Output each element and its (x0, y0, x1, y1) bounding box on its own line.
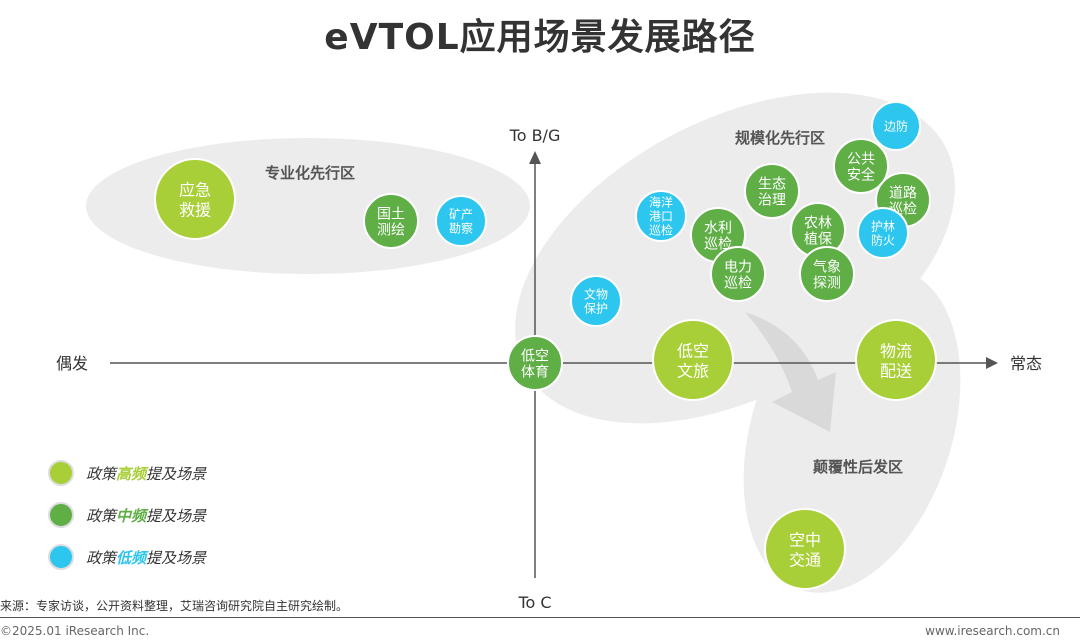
axis-label-top: To B/G (509, 126, 561, 145)
bubble-circle (744, 163, 800, 219)
copyright: ©2025.01 iResearch Inc. (0, 624, 150, 638)
bubble-circle (833, 138, 889, 194)
bubble-label: 低空 (677, 342, 709, 361)
bubble-layer: 应急救援国土测绘矿产勘察边防公共安全生态治理道路巡检海洋港口巡检农林植保护林防火… (154, 101, 937, 590)
arrow-right-icon (986, 357, 998, 369)
legend-dot-icon (48, 502, 74, 528)
bubble-label: 体育 (521, 364, 549, 380)
axis-label-left: 偶发 (56, 354, 88, 373)
bubble-circle (799, 246, 855, 302)
legend: 政策高频提及场景政策中频提及场景政策低频提及场景 (48, 452, 206, 578)
axis-label-right: 常态 (1010, 354, 1042, 373)
legend-dot-icon (48, 460, 74, 486)
bubble-label: 港口 (649, 210, 673, 224)
bubble-circle (871, 101, 921, 151)
site-url: www.iresearch.com.cn (925, 624, 1060, 638)
bubble-label: 巡检 (649, 223, 673, 238)
bubble-label: 安全 (847, 166, 875, 183)
bubble-label: 交通 (789, 551, 821, 570)
legend-label: 政策高频提及场景 (86, 464, 207, 483)
zone-label-professional: 专业化先行区 (265, 164, 355, 182)
legend-dot-icon (48, 544, 74, 570)
bubble-label: 探测 (813, 275, 841, 291)
bubble-border-defense: 边防 (871, 101, 921, 151)
bubble-label: 巡检 (704, 236, 732, 252)
bubble-circle (652, 319, 734, 401)
legend-item-mid: 政策中频提及场景 (48, 494, 206, 536)
legend-label: 政策低频提及场景 (86, 548, 207, 567)
page-title: eVTOL应用场景发展路径 (324, 17, 756, 58)
bubble-label: 低空 (521, 348, 549, 364)
bubble-label: 保护 (584, 302, 608, 316)
bubble-label: 道路 (889, 185, 917, 201)
development-arrow (745, 312, 836, 432)
bubble-label: 救援 (179, 201, 211, 220)
footer-divider (0, 617, 1080, 618)
bubble-label: 公共 (847, 151, 875, 167)
bubble-label: 护林 (871, 220, 895, 234)
bubble-label: 海洋 (649, 195, 673, 210)
bubble-circle (507, 335, 563, 391)
bubble-label: 文旅 (677, 362, 709, 381)
zone-label-scale: 规模化先行区 (735, 129, 825, 147)
legend-label: 政策中频提及场景 (86, 506, 207, 525)
bubble-label: 防火 (871, 233, 895, 248)
bubble-label: 电力 (724, 259, 752, 275)
bubble-label: 治理 (758, 192, 786, 208)
bubble-label: 应急 (179, 181, 211, 200)
bubble-circle (635, 190, 687, 242)
bubble-circle (435, 195, 487, 247)
bubble-circle (764, 508, 846, 590)
bubble-label: 植保 (804, 231, 832, 247)
bubble-label: 生态 (758, 176, 786, 192)
bubble-circle (710, 246, 766, 302)
zone-label-disruptive: 颠覆性后发区 (812, 458, 903, 476)
bubble-label: 边防 (884, 119, 908, 134)
bubble-label: 勘察 (449, 222, 473, 236)
source-note: 来源：专家访谈，公开资料整理，艾瑞咨询研究院自主研究绘制。 (0, 599, 349, 613)
bubble-label: 空中 (789, 531, 821, 550)
bubble-label: 矿产 (449, 208, 473, 222)
bubble-circle (154, 158, 236, 240)
bubble-circle (363, 193, 419, 249)
bubble-label: 文物 (584, 287, 608, 302)
bubble-circle (857, 207, 909, 259)
bubble-label: 水利 (704, 220, 732, 236)
legend-item-high: 政策高频提及场景 (48, 452, 206, 494)
bubble-circle (570, 275, 622, 327)
axis-label-bottom: To C (517, 593, 551, 612)
bubble-label: 物流 (880, 342, 912, 361)
bubble-label: 巡检 (724, 275, 752, 291)
arrow-up-icon (529, 151, 541, 164)
bubble-label: 国土 (377, 206, 405, 222)
legend-item-low: 政策低频提及场景 (48, 536, 206, 578)
bubble-label: 配送 (880, 362, 912, 381)
bubble-label: 测绘 (377, 222, 405, 238)
bubble-circle (855, 319, 937, 401)
bubble-label: 农林 (804, 215, 832, 231)
bubble-label: 气象 (813, 259, 841, 275)
